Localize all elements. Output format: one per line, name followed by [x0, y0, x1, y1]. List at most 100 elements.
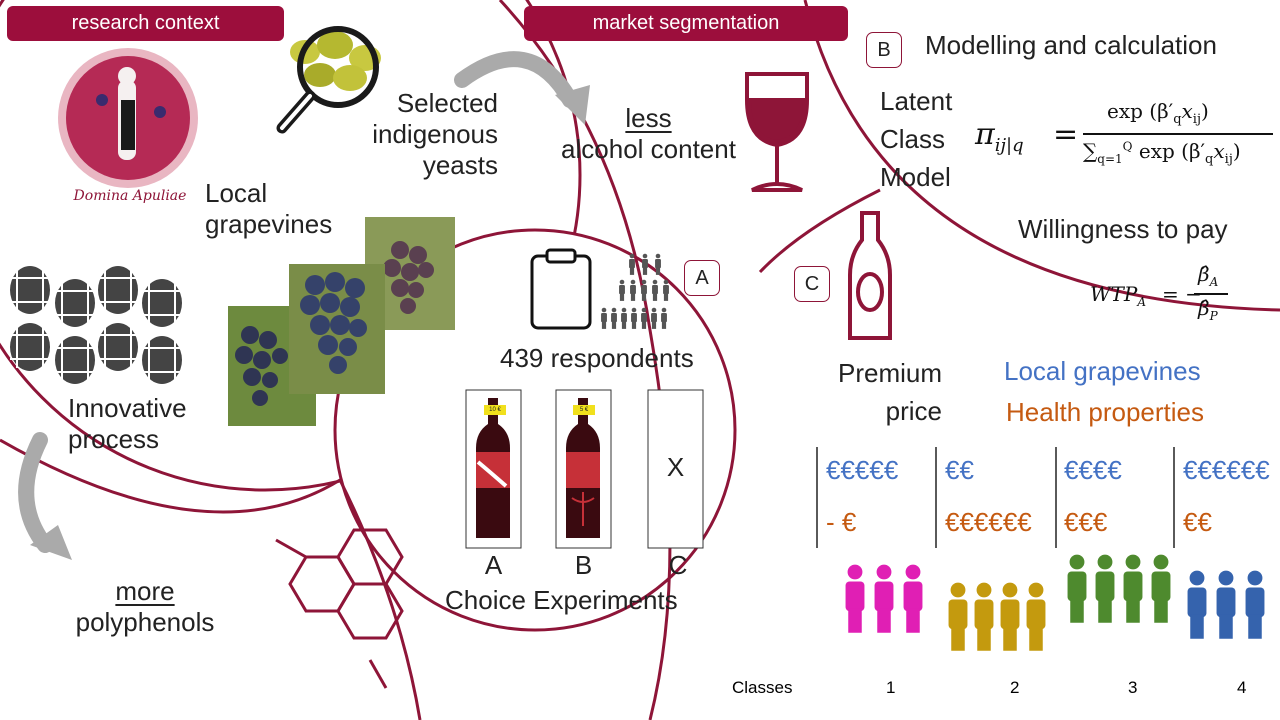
class-people-groups	[845, 554, 1265, 651]
lcm-formula: πij|q = exp (β′qxij) ∑q=1Q exp (β′qxij)	[975, 95, 1280, 175]
research-circle	[0, 0, 582, 492]
premium-line-2: price	[885, 396, 942, 426]
class-1-people	[874, 564, 894, 633]
formula-lhs-sub: ij|q	[994, 135, 1024, 156]
polyphenols-label: more polyphenols	[60, 576, 230, 638]
price-table-separators	[816, 447, 1175, 548]
class-2-people	[948, 582, 968, 651]
class-2-people	[974, 582, 994, 651]
class-1-local-price: €€€€€	[826, 455, 899, 485]
respondents-crowd-icon	[601, 253, 669, 329]
class-1-health-price: - €	[826, 507, 857, 537]
model-label-line-2: Class	[880, 124, 946, 154]
barrels-icon	[10, 266, 182, 384]
grapevines-label: Local grapevines	[205, 178, 333, 240]
class-3-people	[1095, 554, 1115, 623]
respondent-figure	[619, 279, 625, 301]
formula-num-x: x	[1181, 99, 1193, 123]
class-4-people	[1216, 570, 1236, 639]
respondent-figure	[641, 279, 647, 301]
formula-pi: π	[975, 117, 995, 152]
wtp-lhs: WTPA	[1090, 282, 1146, 309]
yeasts-label: Selected indigenous yeasts	[372, 88, 498, 181]
classes-label: Classes	[732, 678, 793, 697]
legend-local-grapevines: Local grapevines	[1004, 356, 1201, 386]
respondent-figure	[631, 307, 637, 329]
card-c-mark: X	[666, 452, 685, 482]
process-label: Innovative process	[68, 393, 187, 455]
formula-den-sub: q	[1205, 152, 1214, 167]
formula-denominator: ∑q=1Q exp (β′qxij)	[1083, 139, 1241, 167]
wtp-denominator: β̂P	[1198, 296, 1218, 323]
wine-glass-icon	[745, 72, 809, 192]
wtp-numerator: β̂A	[1198, 262, 1218, 289]
panel-c-arc	[758, 188, 881, 274]
option-a-label: A	[484, 550, 503, 580]
class-2-people	[1026, 582, 1046, 651]
formula-num-exp: exp (β′	[1107, 99, 1174, 123]
bottle-b-price: 5 €	[579, 407, 589, 413]
model-label-line-1: Latent	[880, 86, 953, 116]
panel-b-arc	[803, 0, 1280, 312]
respondent-figure	[629, 253, 635, 275]
class-4-number: 4	[1237, 678, 1247, 697]
formula-num-sub: q	[1173, 112, 1182, 127]
legend-health-properties: Health properties	[1006, 397, 1204, 427]
wtp-den-beta: β̂	[1198, 296, 1210, 320]
wtp-lhs-text: WTP	[1090, 282, 1138, 306]
option-b-label: B	[574, 550, 593, 580]
polyphenols-emphasis: more	[115, 576, 175, 606]
respondent-figure	[630, 279, 636, 301]
respondent-figure	[621, 307, 627, 329]
wtp-num-sub: A	[1209, 275, 1219, 289]
clipboard-icon	[530, 248, 592, 330]
yeast-magnifier-icon	[276, 26, 381, 134]
class-3-local-price: €€€€	[1064, 455, 1122, 485]
panel-b-badge: B	[866, 32, 902, 68]
wtp-num-beta: β̂	[1198, 262, 1210, 286]
domina-apuliae-logo	[58, 48, 198, 188]
formula-sum-sup: Q	[1122, 139, 1133, 154]
alcohol-emphasis: less	[625, 103, 672, 133]
formula-den-exp: exp (β′	[1138, 139, 1206, 163]
arrow-head-polyphenols	[30, 525, 72, 560]
research-context-tag: research context	[7, 6, 284, 41]
wtp-lhs-sub: A	[1137, 295, 1147, 309]
formula-den-x-sub: ij	[1224, 152, 1233, 167]
formula-den-x: x	[1213, 139, 1225, 163]
class-3-number: 3	[1128, 678, 1138, 697]
alcohol-label: less alcohol content	[546, 103, 751, 165]
panel-b-title: Modelling and calculation	[925, 30, 1217, 60]
respondent-figure	[661, 307, 667, 329]
logo-text: Domina Apuliae	[73, 188, 187, 204]
respondent-figure	[611, 307, 617, 329]
class-3-people	[1123, 554, 1143, 623]
latent-class-model-label: Latent Class Model	[880, 82, 970, 196]
class-2-health-price: €€€€€€	[945, 507, 1032, 537]
class-3-people	[1067, 554, 1087, 623]
premium-line-1: Premium	[837, 358, 942, 388]
wtp-label: Willingness to pay	[1018, 214, 1228, 244]
alcohol-text: alcohol content	[561, 134, 736, 165]
class-2-number: 2	[1010, 678, 1020, 697]
respondent-figure	[642, 253, 648, 275]
panel-a-badge: A	[684, 260, 720, 296]
panel-c-badge: C	[794, 266, 830, 302]
market-segmentation-tag: market segmentation	[524, 6, 848, 41]
formula-lhs: πij|q	[975, 117, 1024, 156]
class-4-health-price: €€	[1183, 507, 1212, 537]
arrow-to-polyphenols	[18, 432, 53, 553]
arrow-to-segmentation	[454, 51, 578, 108]
class-3-health-price: €€€	[1064, 507, 1108, 537]
formula-numerator: exp (β′qxij)	[1107, 99, 1209, 127]
class-1-people	[845, 564, 865, 633]
premium-price-label: Premium price	[812, 354, 942, 430]
class-2-local-price: €€	[945, 455, 974, 485]
wtp-fraction-bar	[1194, 293, 1228, 295]
wtp-formula: WTPA = − β̂A β̂P	[1090, 262, 1240, 332]
arrow-head-segmentation	[555, 85, 590, 125]
respondent-figure	[651, 307, 657, 329]
respondent-figure	[663, 279, 669, 301]
class-4-people	[1245, 570, 1265, 639]
formula-sum: ∑	[1083, 139, 1098, 163]
